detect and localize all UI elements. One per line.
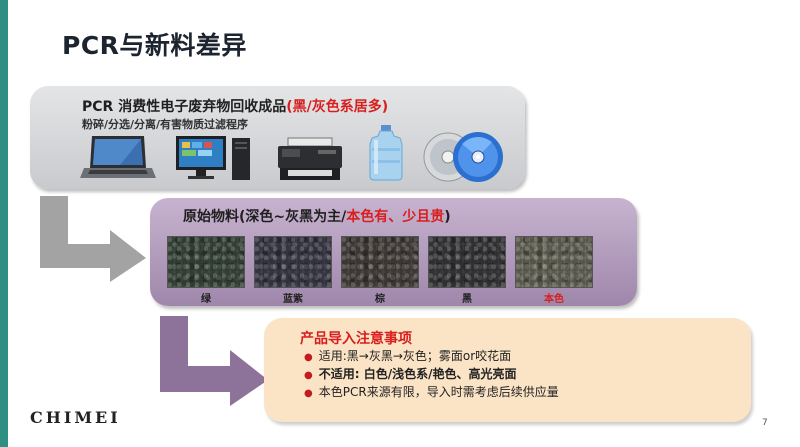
page-number: 7 bbox=[762, 418, 768, 428]
accent-bar bbox=[0, 0, 8, 447]
pellet-image bbox=[428, 236, 506, 288]
pellet-label: 绿 bbox=[201, 294, 211, 305]
list-item: ●本色PCR来源有限，导入时需考虑后续供应量 bbox=[304, 385, 559, 399]
purple-arrow-icon bbox=[160, 316, 268, 406]
bullet-icon: ● bbox=[304, 370, 313, 381]
raw-material-title: 原始物料(深色~灰黑为主/本色有、少且贵) bbox=[183, 209, 451, 225]
gray-arrow-icon bbox=[40, 196, 146, 282]
pellet-label: 蓝紫 bbox=[283, 294, 303, 305]
pellet-label: 本色 bbox=[544, 294, 564, 305]
pellet-image bbox=[341, 236, 419, 288]
laptop-icon bbox=[80, 136, 156, 178]
pellet-label: 棕 bbox=[375, 294, 385, 305]
pellet-image bbox=[254, 236, 332, 288]
pellet-image bbox=[167, 236, 245, 288]
desktop-computer-icon bbox=[176, 136, 250, 180]
bullet-icon: ● bbox=[304, 352, 313, 363]
pellet-image bbox=[515, 236, 593, 288]
pcr-process-subtitle: 粉碎/分选/分离/有害物质过滤程序 bbox=[82, 118, 249, 131]
water-bottle-icon bbox=[369, 125, 403, 181]
list-item: ●适用:黑→灰黑→灰色；雾面or咬花面 bbox=[304, 349, 512, 363]
import-notes-list: ●适用:黑→灰黑→灰色；雾面or咬花面 ●不适用: 白色/浅色系/艳色、高光亮面… bbox=[304, 348, 559, 402]
disc-icon bbox=[423, 132, 503, 182]
import-notes-panel bbox=[264, 318, 751, 422]
chimei-logo: CHIMEI bbox=[30, 408, 121, 427]
pcr-source-title: PCR 消费性电子废弃物回收成品(黑/灰色系居多) bbox=[82, 99, 389, 115]
pellet-label: 黑 bbox=[462, 294, 472, 305]
import-notes-title: 产品导入注意事项 bbox=[300, 331, 412, 347]
list-item: ●不适用: 白色/浅色系/艳色、高光亮面 bbox=[304, 367, 517, 381]
slide-title: PCR与新料差异 bbox=[62, 31, 247, 60]
product-images bbox=[76, 125, 536, 182]
bullet-icon: ● bbox=[304, 388, 313, 399]
printer-icon bbox=[278, 137, 342, 180]
